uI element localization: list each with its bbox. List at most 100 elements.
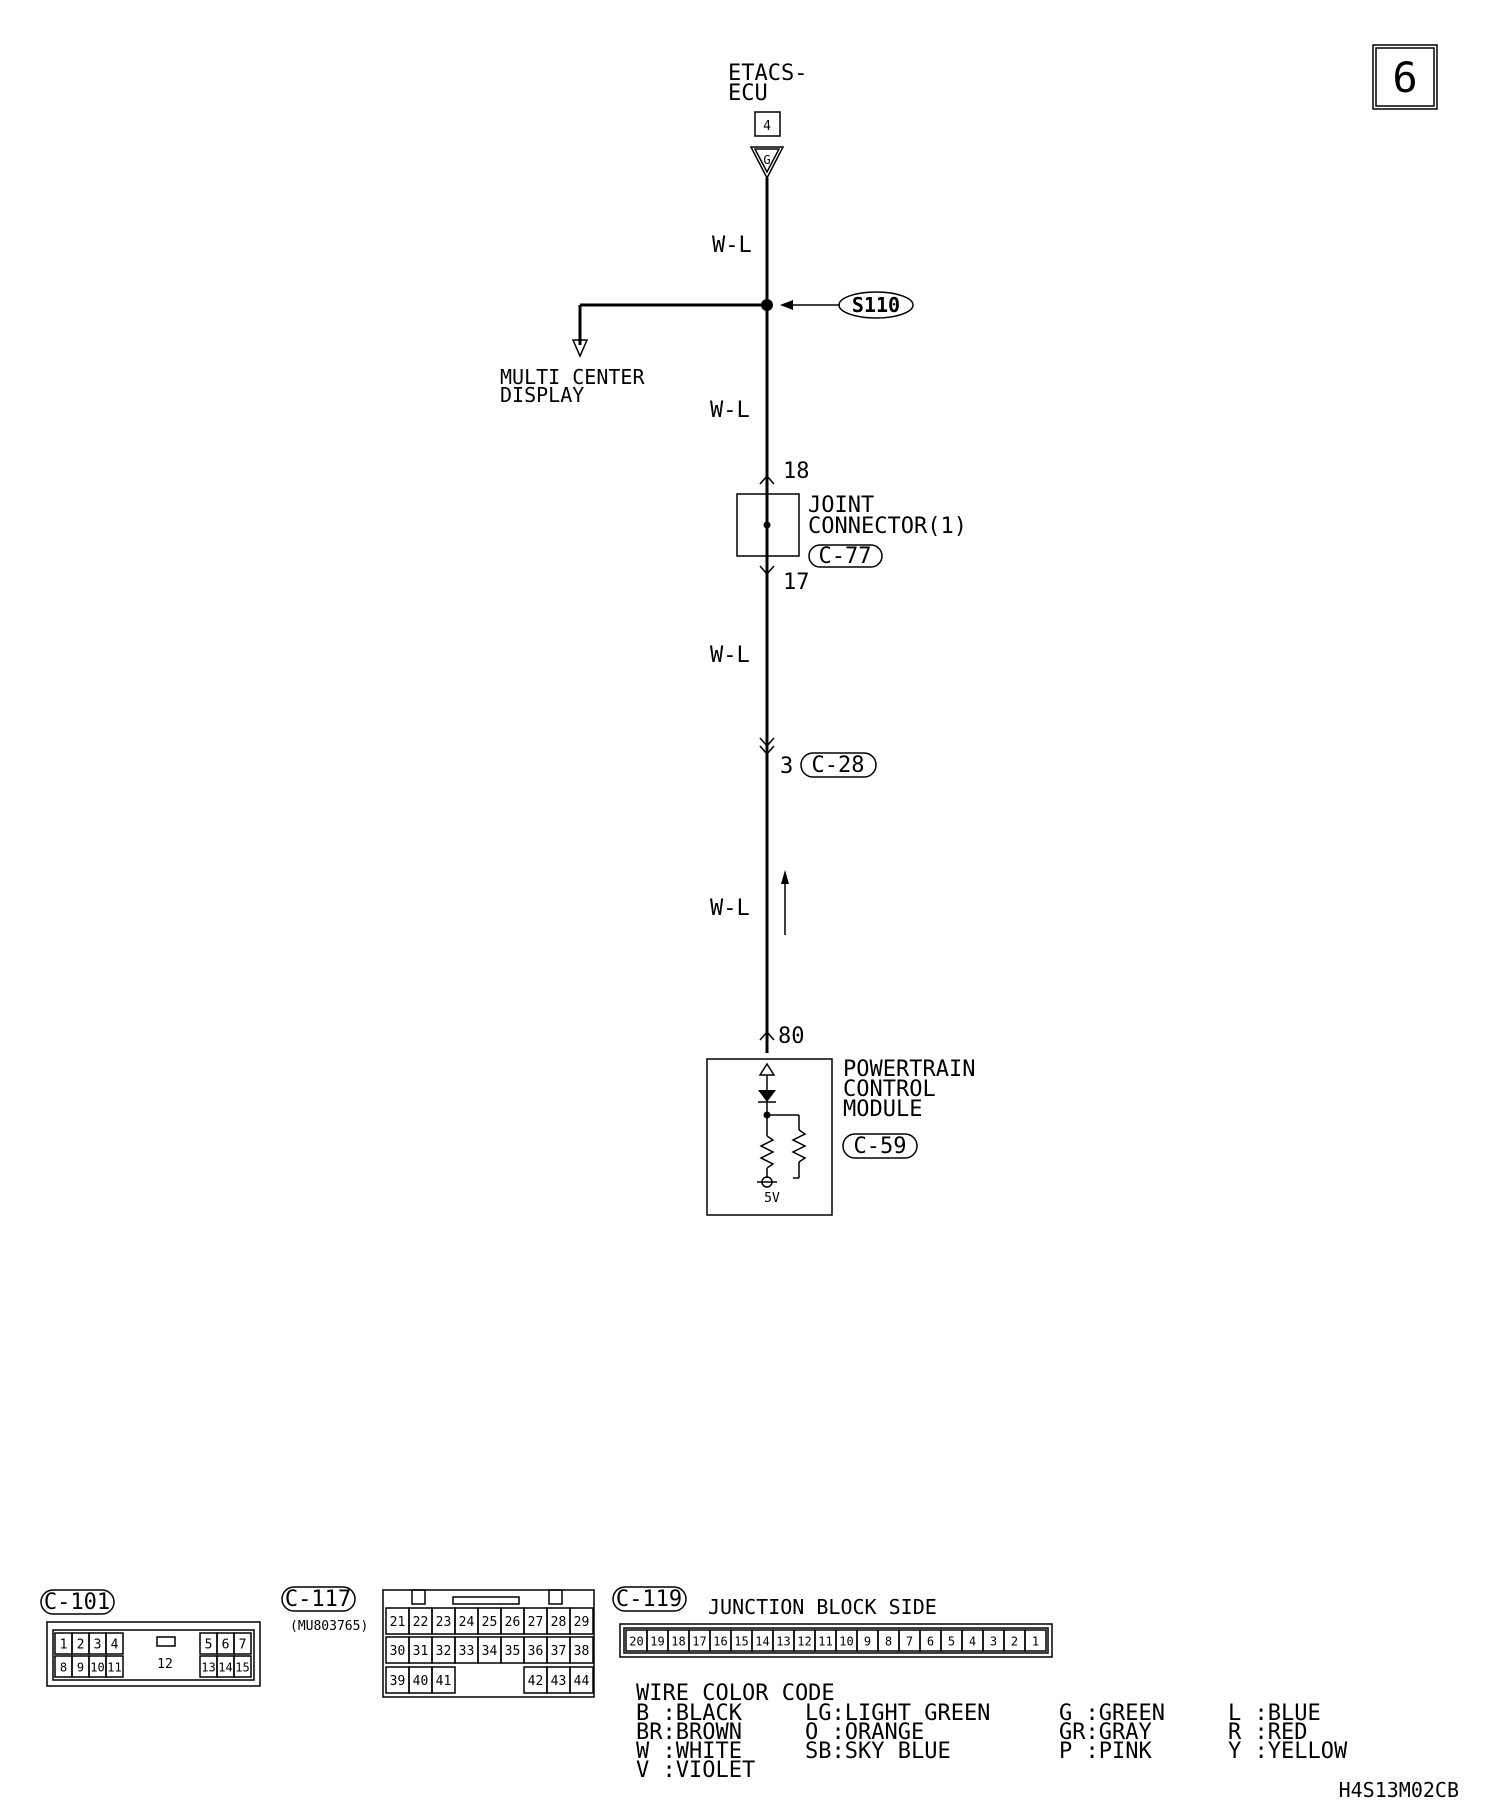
legend-entry: SB:SKY BLUE bbox=[805, 1739, 951, 1764]
c119-pin-16: 16 bbox=[713, 1635, 727, 1649]
etacs-ecu-label-line2: ECU bbox=[728, 81, 768, 106]
c119-pin-5: 5 bbox=[948, 1635, 955, 1649]
inline-chevron-1-icon bbox=[759, 737, 775, 748]
legend-entry: R :RED bbox=[1228, 1720, 1307, 1745]
inline-chevron-2-icon bbox=[759, 745, 775, 756]
wire-label-3: W-L bbox=[710, 643, 750, 668]
pcm-connector-id: C-59 bbox=[854, 1134, 907, 1159]
c117-part-number: (MU803765) bbox=[290, 1619, 368, 1634]
inline-pin: 3 bbox=[780, 754, 793, 779]
c101-pin-8: 8 bbox=[60, 1661, 67, 1675]
c117-cell bbox=[431, 1666, 456, 1694]
legend-entry: P :PINK bbox=[1059, 1739, 1152, 1764]
c117-pin-30: 30 bbox=[390, 1644, 406, 1659]
c117-pin-35: 35 bbox=[505, 1644, 521, 1659]
c101-pin-2: 2 bbox=[77, 1638, 85, 1653]
legend-entry: LG:LIGHT GREEN bbox=[805, 1701, 990, 1726]
c117-cell bbox=[569, 1636, 594, 1664]
c101-pin-11: 11 bbox=[107, 1661, 121, 1675]
c117-pin-41: 41 bbox=[436, 1674, 452, 1689]
powertrain-control-module: 80 5V POWERTRAIN CONTROL MODULE C-59 bbox=[706, 1024, 975, 1216]
c101-pin-10: 10 bbox=[90, 1661, 104, 1675]
c117-pin-38: 38 bbox=[574, 1644, 590, 1659]
c117-pin-25: 25 bbox=[482, 1615, 498, 1630]
c101-pin-1: 1 bbox=[60, 1638, 68, 1653]
c101-pin-9: 9 bbox=[77, 1661, 84, 1675]
c117-pin-42: 42 bbox=[528, 1674, 544, 1689]
legend-entry: GR:GRAY bbox=[1059, 1720, 1152, 1745]
c101-cell bbox=[233, 1655, 252, 1678]
c119-pin-1: 1 bbox=[1032, 1635, 1039, 1649]
c101-pin-4: 4 bbox=[111, 1638, 119, 1653]
pcm-chevron-icon bbox=[759, 1030, 775, 1041]
c117-cell bbox=[569, 1607, 594, 1635]
splice-id: S110 bbox=[852, 293, 900, 317]
legend-entry: G :GREEN bbox=[1059, 1701, 1165, 1726]
page-number-box: 6 bbox=[1372, 44, 1438, 110]
c117-pin-28: 28 bbox=[551, 1615, 567, 1630]
ground-terminal-icon bbox=[749, 146, 785, 180]
legend-entry: O :ORANGE bbox=[805, 1720, 924, 1745]
c117-pin-33: 33 bbox=[459, 1644, 475, 1659]
c119-pin-20: 20 bbox=[629, 1635, 643, 1649]
inline-connector-id: C-28 bbox=[812, 753, 865, 778]
c101-pin-15: 15 bbox=[235, 1661, 249, 1675]
etacs-ecu-label-line1: ETACS- bbox=[728, 61, 807, 86]
c119-pin-11: 11 bbox=[818, 1635, 832, 1649]
pcm-label-line1: POWERTRAIN bbox=[843, 1057, 975, 1082]
legend-entry: B :BLACK bbox=[636, 1701, 743, 1726]
c101-pin-6: 6 bbox=[222, 1638, 230, 1653]
c119-pin-6: 6 bbox=[927, 1635, 934, 1649]
legend-entry: L :BLUE bbox=[1228, 1701, 1321, 1726]
c117-pin-39: 39 bbox=[390, 1674, 406, 1689]
c117-pin-21: 21 bbox=[390, 1615, 406, 1630]
c117-label: C-117 bbox=[285, 1587, 351, 1612]
c117-pin-40: 40 bbox=[413, 1674, 429, 1689]
splice-s110: S110 bbox=[571, 291, 914, 358]
pcm-terminal-icon bbox=[758, 1062, 776, 1076]
etacs-ecu: ETACS- ECU 4 G bbox=[728, 61, 807, 180]
c119-pin-15: 15 bbox=[734, 1635, 748, 1649]
terminal-letter: G bbox=[763, 153, 770, 167]
branch-arrow-icon bbox=[571, 339, 589, 358]
c101-pin-12: 12 bbox=[157, 1657, 173, 1672]
branch-label-line1: MULTI CENTER bbox=[500, 365, 645, 389]
wire-color-code-legend: WIRE COLOR CODE B :BLACK BR:BROWN W :WHI… bbox=[636, 1681, 1348, 1783]
c117-pin-36: 36 bbox=[528, 1644, 544, 1659]
legend-entry: V :VIOLET bbox=[636, 1758, 755, 1783]
c119-pin-7: 7 bbox=[906, 1635, 913, 1649]
c101-cell bbox=[105, 1655, 124, 1678]
joint-label-line2: CONNECTOR(1) bbox=[808, 514, 967, 539]
wire-label-2: W-L bbox=[710, 398, 750, 423]
c119-pin-9: 9 bbox=[864, 1635, 871, 1649]
page-number: 6 bbox=[1392, 53, 1417, 102]
pcm-label-line2: CONTROL bbox=[843, 1077, 936, 1102]
legend-entry: W :WHITE bbox=[636, 1739, 742, 1764]
resistor-1-icon bbox=[759, 1135, 775, 1169]
c101-pin-3: 3 bbox=[94, 1638, 102, 1653]
branch-label-line2: DISPLAY bbox=[500, 383, 584, 407]
etacs-pin-number: 4 bbox=[763, 119, 771, 134]
legend-title: WIRE COLOR CODE bbox=[636, 1681, 835, 1706]
c119-pin-10: 10 bbox=[839, 1635, 853, 1649]
c119-pin-4: 4 bbox=[969, 1635, 976, 1649]
diagram-code: H4S13M02CB bbox=[1339, 1778, 1459, 1802]
diode-icon bbox=[758, 1090, 776, 1102]
connector-bottom-chevron-icon bbox=[759, 565, 775, 576]
c117-pin-27: 27 bbox=[528, 1615, 544, 1630]
joint-connector: 18 17 JOINT CONNECTOR(1) C-77 bbox=[736, 459, 967, 595]
c119-pin-13: 13 bbox=[776, 1635, 790, 1649]
c101-pin-5: 5 bbox=[205, 1638, 213, 1653]
c119-pin-12: 12 bbox=[797, 1635, 811, 1649]
resistor-2-icon bbox=[791, 1129, 807, 1163]
c117-pin-37: 37 bbox=[551, 1644, 567, 1659]
connector-top-chevron-icon bbox=[759, 474, 775, 485]
c119-pin-19: 19 bbox=[650, 1635, 664, 1649]
c101-pin-14: 14 bbox=[218, 1661, 232, 1675]
joint-label-line1: JOINT bbox=[808, 493, 874, 518]
c119-label: C-119 bbox=[616, 1587, 682, 1612]
c117-pin-32: 32 bbox=[436, 1644, 452, 1659]
joint-pin-bottom: 17 bbox=[783, 570, 810, 595]
